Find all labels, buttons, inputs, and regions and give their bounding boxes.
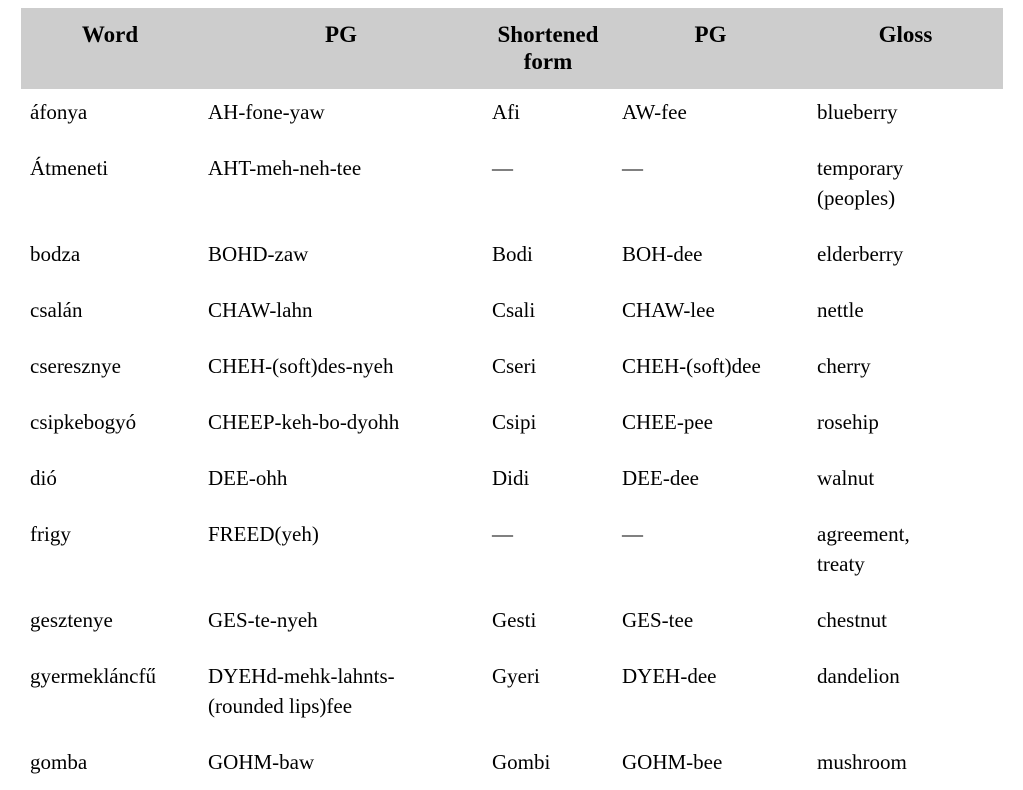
pg-cell: CHAW-lahn [208,298,313,322]
table-row: cseresznye CHEH-(soft)des-nyeh Cseri CHE… [21,338,1003,394]
table-body: áfonya AH-fone-yaw Afi AW-fee blueberry … [21,89,1003,790]
pronunciation-table: Word PG Shortened form PG Gloss áfonya A… [21,8,1003,790]
table-header: Word PG Shortened form PG Gloss [21,8,1003,89]
shortened-form-cell: Gyeri [492,664,540,688]
table-row: dió DEE-ohh Didi DEE-dee walnut [21,450,1003,506]
shortened-form-cell: — [492,156,513,180]
header-cell-word: Word [81,22,139,47]
gloss-cell: mushroom [817,750,907,774]
table-row: gomba GOHM-baw Gombi GOHM-bee mushroom [21,734,1003,790]
table-row: csalán CHAW-lahn Csali CHAW-lee nettle [21,282,1003,338]
gloss-cell: cherry [817,354,871,378]
shortened-pg-cell: CHEE-pee [622,410,713,434]
table-row: csipkebogyó CHEEP-keh-bo-dyohh Csipi CHE… [21,394,1003,450]
word-cell: frigy [30,522,71,546]
pg-cell: FREED(yeh) [208,522,319,546]
header-cell-gloss: Gloss [878,22,933,47]
table-row: áfonya AH-fone-yaw Afi AW-fee blueberry [21,89,1003,140]
shortened-form-cell: Csipi [492,410,537,434]
shortened-form-cell: Cseri [492,354,537,378]
gloss-cell: dandelion [817,664,900,688]
pg-cell: GES-te-nyeh [208,608,318,632]
word-cell: cseresznye [30,354,121,378]
table-row: frigy FREED(yeh) — — agreement, treaty [21,506,1003,592]
header-cell-shortened-form: Shortened form [497,22,599,74]
shortened-pg-cell: GES-tee [622,608,694,632]
word-cell: gyermekláncfű [30,664,156,688]
shortened-pg-cell: CHAW-lee [622,298,715,322]
shortened-form-cell: Didi [492,466,530,490]
pg-cell: CHEH-(soft)des-nyeh [208,354,394,378]
pg-cell: DYEHd-mehk-lahnts- (rounded lips)fee [208,664,395,718]
shortened-form-cell: — [492,522,513,546]
word-cell: bodza [30,242,81,266]
shortened-form-cell: Bodi [492,242,533,266]
shortened-pg-cell: — [622,156,643,180]
table-row: Átmeneti AHT-meh-neh-tee — — temporary (… [21,140,1003,226]
pg-cell: DEE-ohh [208,466,288,490]
word-cell: dió [30,466,57,490]
table-row: gesztenye GES-te-nyeh Gesti GES-tee ches… [21,592,1003,648]
pg-cell: BOHD-zaw [208,242,309,266]
word-cell: csipkebogyó [30,410,137,434]
shortened-pg-cell: GOHM-bee [622,750,723,774]
table-row: bodza BOHD-zaw Bodi BOH-dee elderberry [21,226,1003,282]
word-cell: gesztenye [30,608,113,632]
shortened-form-cell: Csali [492,298,536,322]
gloss-cell: chestnut [817,608,887,632]
gloss-cell: walnut [817,466,875,490]
shortened-form-cell: Gesti [492,608,537,632]
word-cell: gomba [30,750,88,774]
word-cell: csalán [30,298,83,322]
gloss-cell: temporary (peoples) [817,156,904,210]
gloss-cell: nettle [817,298,864,322]
pronunciation-table-container: Word PG Shortened form PG Gloss áfonya A… [21,8,1003,790]
gloss-cell: rosehip [817,410,879,434]
gloss-cell: agreement, treaty [817,522,910,576]
word-cell: Átmeneti [30,156,109,180]
shortened-pg-cell: AW-fee [622,100,687,124]
shortened-pg-cell: — [622,522,643,546]
header-cell-pg2: PG [694,22,727,47]
pg-cell: GOHM-baw [208,750,315,774]
shortened-pg-cell: CHEH-(soft)dee [622,354,761,378]
shortened-form-cell: Gombi [492,750,551,774]
pg-cell: CHEEP-keh-bo-dyohh [208,410,400,434]
word-cell: áfonya [30,100,88,124]
shortened-pg-cell: DYEH-dee [622,664,717,688]
pg-cell: AHT-meh-neh-tee [208,156,362,180]
shortened-pg-cell: DEE-dee [622,466,699,490]
table-row: gyermekláncfű DYEHd-mehk-lahnts- (rounde… [21,648,1003,734]
pg-cell: AH-fone-yaw [208,100,325,124]
gloss-cell: blueberry [817,100,898,124]
header-row: Word PG Shortened form PG Gloss [21,8,1003,89]
shortened-pg-cell: BOH-dee [622,242,703,266]
shortened-form-cell: Afi [492,100,520,124]
gloss-cell: elderberry [817,242,904,266]
header-cell-pg1: PG [325,22,357,47]
